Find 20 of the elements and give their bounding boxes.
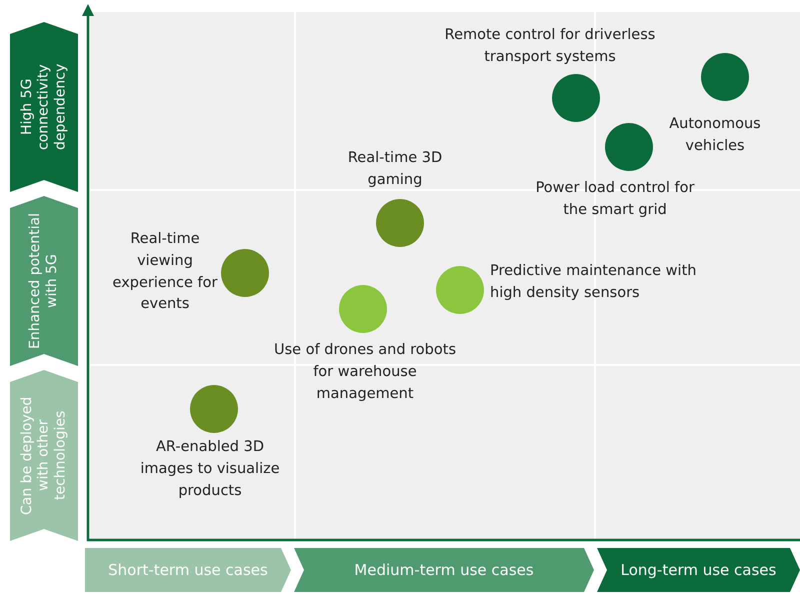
bubble-label: Remote control for driverless transport systems xyxy=(444,26,656,67)
bubble-label: Use of drones and robots for warehouse management xyxy=(273,341,457,404)
category-band xyxy=(597,548,800,592)
category-band xyxy=(10,22,78,192)
band-label: Long-term use cases xyxy=(620,560,778,581)
band-label: Medium-term use cases xyxy=(353,560,535,581)
band-label: Short-term use cases xyxy=(107,560,269,581)
bubble-label: AR-enabled 3D images to visualize products xyxy=(139,438,281,500)
band-label: Can be deployed with other technologies xyxy=(18,395,70,517)
bubble-label: Predictive maintenance with high density sensors xyxy=(490,262,698,303)
category-band xyxy=(85,548,291,592)
band-label: Enhanced potential with 5G xyxy=(26,212,61,350)
bubble-label: Real-time 3D gaming xyxy=(346,149,444,190)
category-band xyxy=(294,548,594,592)
category-band xyxy=(10,370,78,541)
bubble-label: Power load control for the smart grid xyxy=(534,179,696,220)
bubble-label: Autonomous vehicles xyxy=(668,115,762,156)
category-band xyxy=(10,196,78,366)
band-label: High 5G connectivity dependency xyxy=(18,62,70,152)
bubble-label: Real-time viewing experience for events xyxy=(112,230,218,314)
